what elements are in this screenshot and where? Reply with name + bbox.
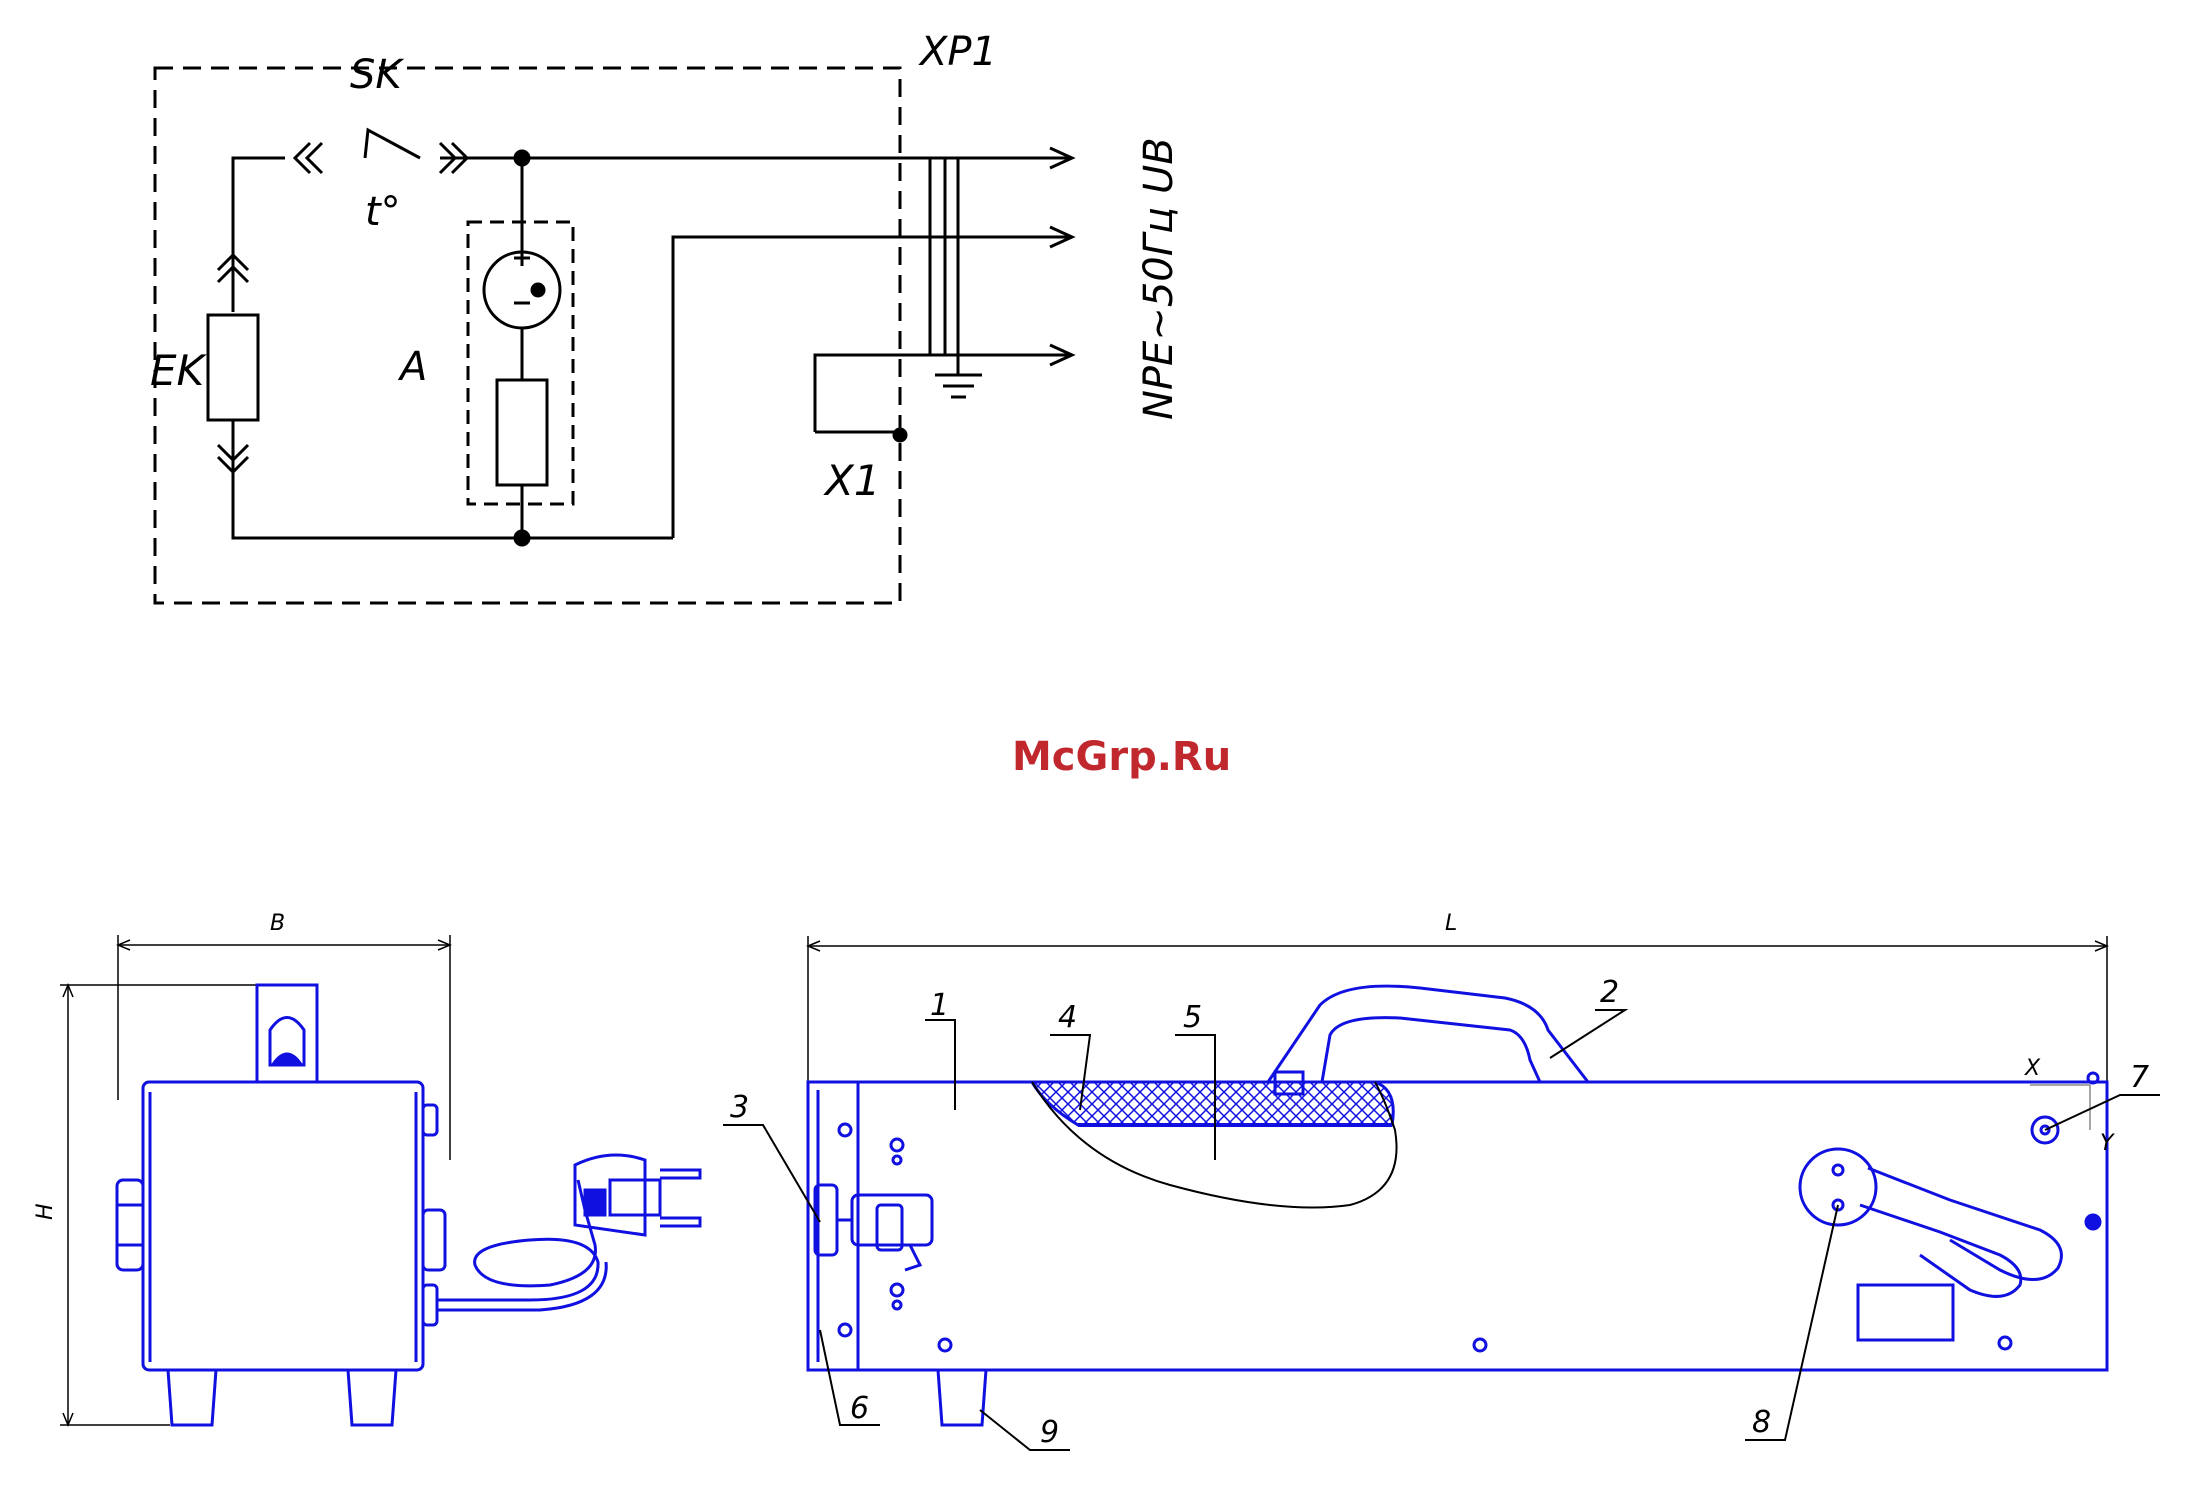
lamp-indicator-dot [532,284,544,296]
switch-temp-label: t° [365,189,401,235]
front-foot-left [168,1370,216,1425]
enclosure-label: XP1 [918,29,997,75]
side-latch-arm [877,1205,902,1250]
dim-b-line [118,935,450,1160]
callout-4: 4 [1058,1000,1077,1035]
watermark: McGrp.Ru [1012,734,1231,780]
front-left-knob [117,1180,143,1270]
side-foot [938,1370,986,1425]
enclosure-dashed-box [155,68,900,603]
callout-5: 5 [1183,1000,1202,1035]
dim-b-label: B [270,911,285,936]
dim-h-label: H [33,1203,58,1220]
side-plug-cable [1860,1168,2061,1296]
body-screw-8 [2088,1073,2098,1083]
axis-y-label: Y [2100,1131,2115,1156]
front-right-fitting-3 [423,1285,437,1325]
side-handle-inner [1322,1018,1540,1082]
callout-3: 3 [730,1090,749,1125]
connector-chevron-1 [295,143,322,173]
side-nameplate [1858,1285,1953,1340]
callout-1: 1 [930,988,949,1023]
body-screw-7 [1999,1337,2011,1349]
callout-7: 7 [2130,1060,2149,1095]
ground-symbol [935,355,982,397]
side-handle [1268,986,1588,1082]
terminal-label: X1 [823,456,881,505]
body-screw-6 [1474,1339,1486,1351]
cutaway-hatch [1032,1082,1393,1125]
junction-dot-bottom [515,531,529,545]
callout-2: 2 [1600,975,1619,1010]
switch-label: SK [350,52,404,98]
body-screw-5 [939,1339,951,1351]
front-right-fitting-1 [423,1105,437,1135]
lamp-indicator-mark [514,250,530,303]
leader-2 [1550,1010,1625,1058]
body-screw-3 [891,1284,903,1296]
body-screw-1 [891,1139,903,1151]
callout-9: 9 [1040,1415,1059,1450]
wire-3 [815,355,1070,432]
front-handle-bracket [257,985,317,1082]
switch-contact [365,130,420,158]
side-plug-hole-1 [1833,1165,1843,1175]
side-plug-head [1800,1149,1876,1225]
side-latch-body [852,1195,932,1245]
side-view [808,936,2107,1425]
lamp-unit-label: A [397,344,427,390]
top-wire [233,158,285,312]
front-box-inner-lines [150,1092,416,1362]
dim-l-line [808,936,2107,1085]
supply-label: NPE~50Гц UВ [1136,137,1182,420]
leader-1 [925,1020,955,1110]
front-view [60,935,700,1425]
cable-bundle [930,158,958,355]
axis-x-label: X [2024,1056,2041,1081]
front-plug-face [610,1180,660,1215]
body-screw-4 [893,1301,901,1309]
cap-screw-1 [839,1124,851,1136]
front-right-fitting-2 [423,1210,445,1270]
callout-6: 6 [850,1391,869,1426]
callout-8: 8 [1752,1405,1771,1440]
cap-screw-2 [839,1324,851,1336]
front-left-knob-lines [117,1205,143,1245]
body-dot-right [2086,1215,2100,1229]
bottom-wire [233,420,673,538]
front-box [143,1082,423,1370]
dim-l-label: L [1445,911,1457,936]
junction-dot-top [515,151,529,165]
front-plug-pins [660,1170,700,1226]
front-foot-right [348,1370,396,1425]
heater-ek [208,315,258,420]
front-plug-grip [585,1190,605,1215]
terminal-x1-dot [894,429,906,441]
heater-label: EK [150,346,208,395]
lamp-resistor [497,380,547,485]
electrical-schematic [155,68,1072,603]
leader-7 [2045,1095,2160,1130]
front-handle-grip [274,1054,300,1063]
dim-h-line [60,985,260,1425]
leader-3 [723,1125,820,1222]
body-screw-2 [893,1156,901,1164]
